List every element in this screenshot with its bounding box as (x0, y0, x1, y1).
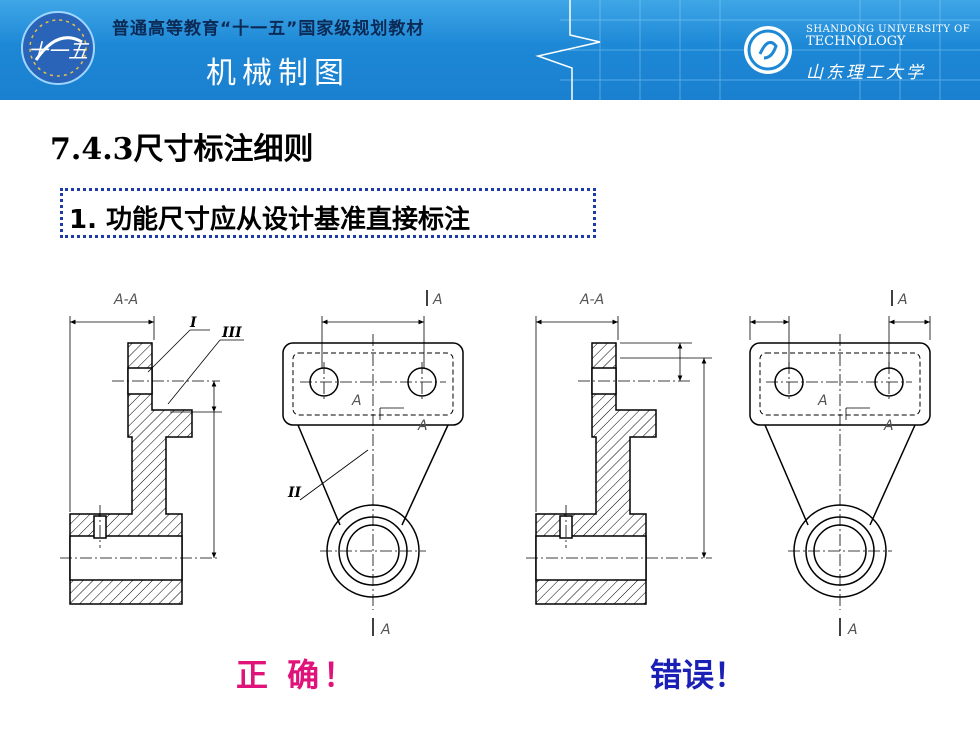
datum-label-3: III (221, 325, 242, 341)
university-name-en: SHANDONG UNIVERSITY OF TECHNOLOGY (806, 24, 970, 49)
cut-label-bottom-right: A (847, 622, 858, 638)
wrong-front-view (749, 290, 931, 636)
section-label-left: A-A (113, 292, 138, 308)
cut-label-mid-right: A (817, 393, 828, 409)
wrong-section-view (526, 316, 712, 605)
cut-label-mid-left: A (351, 393, 362, 409)
verdict-correct: 正 确！ (236, 656, 360, 694)
rule-text: 1. 功能尺寸应从设计基准直接标注 (69, 205, 471, 235)
cut-label-top-left: A (432, 292, 443, 308)
series-title: 普通高等教育“十一五”国家级规划教材 (112, 19, 425, 39)
rule-callout: 1. 功能尺寸应从设计基准直接标注 (60, 188, 596, 238)
verdict-wrong: 错误！ (650, 656, 747, 694)
section-label-right: A-A (579, 292, 604, 308)
cut-label-mid2-left: A (417, 418, 428, 434)
cut-label-top-right: A (897, 292, 908, 308)
correct-front-view (282, 290, 464, 636)
section-title: 7.4.3尺寸标注细则 (50, 132, 314, 167)
eleventh-five-year-logo: 十一五 (21, 11, 95, 85)
cut-label-bottom-left: A (380, 622, 391, 638)
logo-text: 十一五 (28, 39, 90, 63)
datum-label-2: II (287, 485, 302, 501)
engineering-drawing: A-A I III A A A A II (60, 290, 931, 638)
header-banner: 十一五 普通高等教育“十一五”国家级规划教材 机械制图 SHANDONG UNI… (0, 0, 980, 100)
university-name-cn: 山东理工大学 (806, 63, 926, 83)
datum-label-1: I (189, 315, 197, 331)
book-title: 机械制图 (206, 56, 350, 91)
university-emblem-icon (744, 26, 792, 74)
university-en-line1: SHANDONG UNIVERSITY OF (806, 24, 971, 35)
correct-section-view (60, 316, 244, 605)
university-en-line2: TECHNOLOGY (806, 34, 906, 49)
cut-label-mid2-right: A (883, 418, 894, 434)
